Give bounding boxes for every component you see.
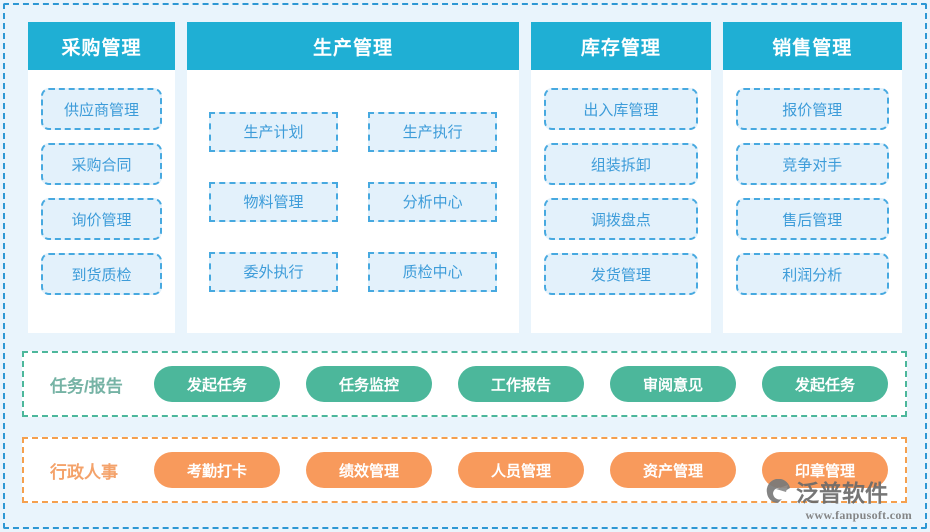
module-item[interactable]: 委外执行	[208, 251, 339, 292]
module-item[interactable]: 询价管理	[41, 198, 162, 240]
module-item[interactable]: 到货质检	[41, 253, 162, 295]
admin-pill[interactable]: 考勤打卡	[154, 452, 280, 488]
module-item[interactable]: 质检中心	[368, 251, 498, 292]
module-card-production[interactable]: 生产管理 生产计划 生产执行 物料管理 分析中心 委外执行 质检中心	[186, 22, 520, 333]
card-body-production: 生产计划 生产执行 物料管理 分析中心 委外执行 质检中心	[187, 70, 519, 333]
task-pill[interactable]: 发起任务	[762, 366, 888, 402]
admin-pill[interactable]: 绩效管理	[306, 452, 432, 488]
module-item[interactable]: 生产执行	[368, 111, 498, 152]
module-item[interactable]: 报价管理	[735, 88, 890, 130]
card-title-purchase: 采购管理	[28, 22, 175, 70]
module-item[interactable]: 生产计划	[208, 111, 339, 152]
module-item[interactable]: 分析中心	[368, 181, 498, 222]
band-label-tasks: 任务/报告	[50, 376, 123, 396]
module-cards-row: 采购管理 供应商管理 采购合同 询价管理 到货质检 生产管理 生产计划 生产执行…	[28, 22, 903, 333]
module-item[interactable]: 采购合同	[41, 143, 162, 185]
pill-row-tasks: 发起任务 任务监控 工作报告 审阅意见 发起任务	[154, 366, 888, 402]
card-body-purchase: 供应商管理 采购合同 询价管理 到货质检	[28, 70, 175, 333]
card-body-inventory: 出入库管理 组装拆卸 调拨盘点 发货管理	[531, 70, 710, 333]
module-item[interactable]: 竞争对手	[735, 143, 890, 185]
band-tasks: 任务/报告 发起任务 任务监控 工作报告 审阅意见 发起任务	[22, 351, 907, 417]
card-title-inventory: 库存管理	[531, 22, 711, 70]
admin-pill[interactable]: 资产管理	[610, 452, 736, 488]
module-item[interactable]: 供应商管理	[41, 88, 162, 130]
module-card-inventory[interactable]: 库存管理 出入库管理 组装拆卸 调拨盘点 发货管理	[531, 22, 711, 333]
task-pill[interactable]: 审阅意见	[610, 366, 736, 402]
module-item[interactable]: 发货管理	[544, 253, 698, 295]
watermark-url: www.fanpusoft.com	[805, 508, 912, 522]
module-card-sales[interactable]: 销售管理 报价管理 竞争对手 售后管理 利润分析	[722, 22, 903, 333]
task-pill[interactable]: 工作报告	[458, 366, 584, 402]
task-pill[interactable]: 任务监控	[306, 366, 432, 402]
module-item[interactable]: 调拨盘点	[544, 198, 698, 240]
band-admin: 行政人事 考勤打卡 绩效管理 人员管理 资产管理 印章管理	[22, 437, 907, 503]
card-title-sales: 销售管理	[722, 22, 903, 70]
band-label-admin: 行政人事	[50, 462, 118, 482]
card-title-production: 生产管理	[186, 22, 520, 70]
module-item[interactable]: 组装拆卸	[544, 143, 698, 185]
admin-pill[interactable]: 人员管理	[458, 452, 584, 488]
pill-row-admin: 考勤打卡 绩效管理 人员管理 资产管理 印章管理	[154, 452, 888, 488]
card-body-sales: 报价管理 竞争对手 售后管理 利润分析	[723, 70, 902, 333]
module-item[interactable]: 物料管理	[208, 181, 339, 222]
admin-pill[interactable]: 印章管理	[762, 452, 888, 488]
module-item[interactable]: 利润分析	[735, 253, 890, 295]
module-item[interactable]: 售后管理	[735, 198, 890, 240]
module-card-purchase[interactable]: 采购管理 供应商管理 采购合同 询价管理 到货质检	[28, 22, 175, 333]
task-pill[interactable]: 发起任务	[154, 366, 280, 402]
module-item[interactable]: 出入库管理	[544, 88, 698, 130]
